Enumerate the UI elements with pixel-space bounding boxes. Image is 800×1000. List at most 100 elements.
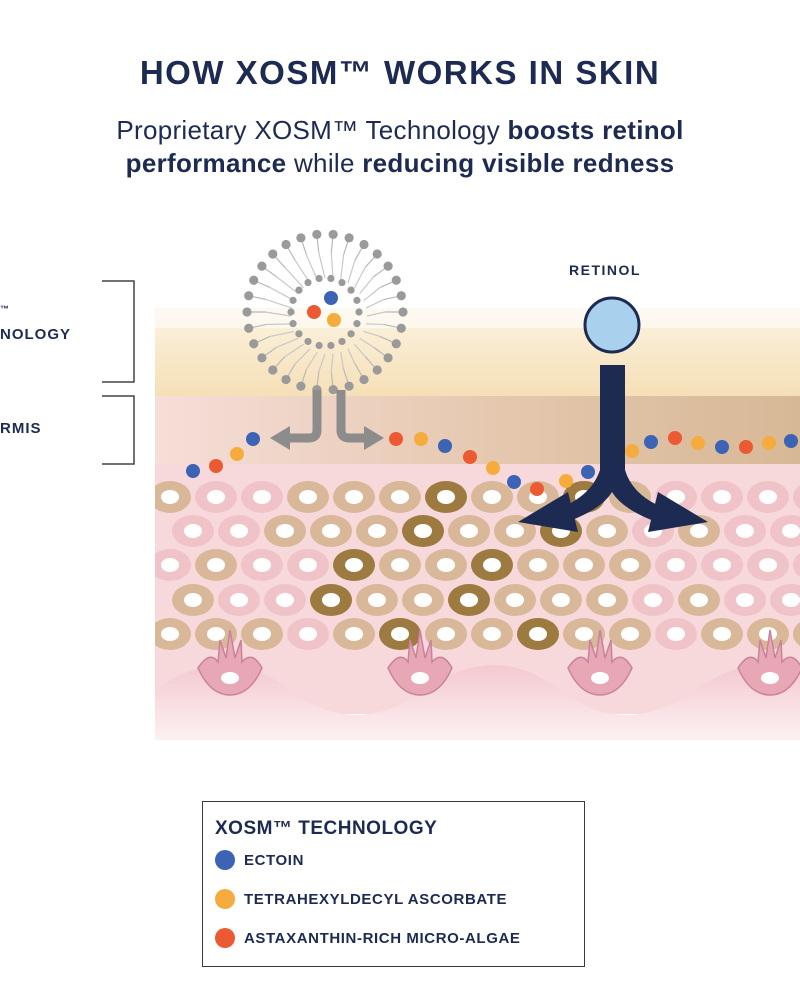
skin-cell [241,549,283,581]
skin-cell [609,549,651,581]
lipid-head [396,323,406,333]
skin-cell [287,618,329,650]
lipid-head-inner [338,278,346,287]
lipid-head [257,353,267,363]
active-dot [246,432,260,446]
skin-cell [678,584,720,616]
skin-cell [793,553,800,577]
skin-cell [333,549,375,581]
lipid-head [268,249,278,259]
ascorbate-dot-icon [215,889,235,909]
skin-cell [448,515,490,547]
active-dot [715,440,729,454]
lipid-head-inner [315,341,323,350]
skin-cell [632,584,674,616]
subtitle-part1: Proprietary XOSM™ Technology [116,115,508,145]
retinol-molecule [583,296,641,354]
papilla-icon [567,629,633,696]
algae-dot-icon [215,928,235,948]
lipid-head [244,323,254,333]
subtitle-bold1: boosts retinol performance [125,115,684,178]
skin-cell [425,481,467,513]
skin-cell [471,549,513,581]
legend-label: TETRAHEXYLDECYL ASCORBATE [244,890,508,908]
active-dot [762,436,776,450]
lipid-head [383,353,393,363]
skin-cell [517,618,559,650]
skin-cell [609,618,651,650]
skin-cell [287,549,329,581]
skin-cell [747,549,789,581]
skin-cell [402,515,444,547]
skin-cell [747,618,789,650]
lipid-head-inner [315,274,323,283]
tm-mark: ™ [0,304,10,314]
lipid-head [296,381,306,391]
skin-cell [724,515,766,547]
active-dot [668,431,682,445]
legend-item-ectoin: ECTOIN [215,849,304,871]
lipid-head [372,249,382,259]
skin-cell [155,618,191,650]
skin-cells [155,481,800,650]
ectoin-dot [324,291,338,305]
skin-cell [379,618,421,650]
skin-cell [264,515,306,547]
lipid-head [398,307,408,317]
skin-cell [155,481,191,513]
skin-cell [724,584,766,616]
lipid-head-inner [295,330,303,338]
skin-cell [655,549,697,581]
legend-label: ASTAXANTHIN-RICH MICRO-ALGAE [244,929,521,947]
skin-cell [379,549,421,581]
lipid-head [249,339,259,349]
skin-cell [241,481,283,513]
skin-cell [172,584,214,616]
lipid-head-inner [353,296,361,304]
lipid-head [372,365,382,375]
skin-cell [333,618,375,650]
skin-cell [402,584,444,616]
legend-item-algae: ASTAXANTHIN-RICH MICRO-ALGAE [215,927,521,949]
active-dot [581,465,595,479]
lipid-head [296,233,306,243]
skin-cell [379,481,421,513]
lipid-head-inner [289,296,297,304]
active-dot [507,475,521,489]
skin-cell [218,584,260,616]
skin-cell [356,515,398,547]
ascorbate-dot [327,313,341,327]
lipid-head-inner [347,286,355,294]
dermis-bracket [102,395,135,465]
legend-box: XOSM™ TECHNOLOGY ECTOIN TETRAHEXYLDECYL … [202,801,585,967]
lipid-head [249,275,259,285]
lipid-head [257,261,267,271]
lipid-head [391,339,401,349]
skin-cell [770,584,800,616]
lipid-head [344,233,354,243]
dermal-papillae [197,629,800,696]
skin-cell [195,481,237,513]
lipid-head-inner [295,286,303,294]
skin-cell [540,584,582,616]
subtitle-bold2: reducing visible redness [362,148,675,178]
skin-cell [333,481,375,513]
skin-cell [471,618,513,650]
lipid-head-inner [353,320,361,328]
skin-cell [770,515,800,547]
active-dots [186,431,798,496]
lipid-head-inner [327,341,335,350]
release-arrow-right-head [364,426,384,450]
lipid-head-inner [304,337,312,346]
release-arrow-left-head [270,426,290,450]
lipid-head [242,307,252,317]
legend-title: XOSM™ TECHNOLOGY [215,818,438,839]
active-dot [438,439,452,453]
lipid-head [344,381,354,391]
active-dot [209,459,223,473]
lipid-head-inner [304,278,312,287]
active-dot [230,447,244,461]
lipid-head-inner [327,274,335,283]
lipid-head [359,374,369,385]
